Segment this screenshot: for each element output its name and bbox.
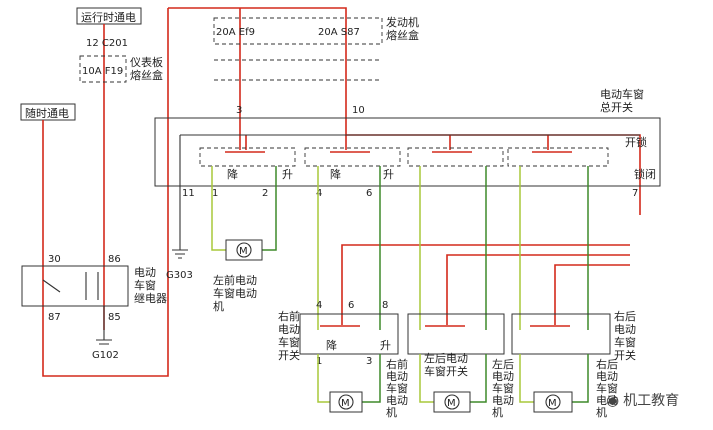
- up-label-2: 升: [383, 168, 394, 181]
- unlock-label: 开锁: [625, 135, 647, 149]
- ip-fuse-box-label: 仪表板熔丝盒: [130, 55, 163, 82]
- rf-switch-label: 右前电动车窗开关: [278, 309, 300, 362]
- rr-motor-label: 右后电动车窗电动机: [596, 357, 618, 419]
- ip-fuse-box: [79, 55, 127, 83]
- rr-motor-m: M: [548, 398, 557, 409]
- rf-pin-6: 6: [348, 300, 354, 311]
- lf-motor-icon: [236, 242, 252, 258]
- lr-motor-box: [433, 391, 471, 413]
- relay-box: [21, 265, 129, 307]
- pin-1: 1: [212, 188, 218, 199]
- rf-pin-3: 3: [366, 356, 372, 367]
- connector-c201: 12 C201: [86, 38, 128, 49]
- master-ground-bus: [179, 134, 640, 250]
- fuse-ef9-label: 20A Ef9: [216, 27, 255, 38]
- run-power-box: [76, 7, 142, 25]
- pin-7: 7: [632, 188, 638, 199]
- rf-pin-4: 4: [316, 300, 322, 311]
- run-power-label: 运行时通电: [81, 11, 136, 24]
- ground-g102: G102: [92, 350, 119, 361]
- lr-switch-box: [407, 313, 505, 355]
- lr-motor-m: M: [447, 398, 456, 409]
- lr-motor-icon: [444, 394, 460, 410]
- up-label-1: 升: [282, 168, 293, 181]
- pin-11: 11: [182, 188, 195, 199]
- down-wires: [211, 166, 521, 330]
- pin-85: 85: [108, 312, 121, 323]
- rr-switch-box: [511, 313, 611, 355]
- rf-motor-box: [329, 391, 363, 413]
- rf-switch-box: [299, 313, 399, 355]
- down-label-2: 降: [330, 167, 341, 181]
- pin-2: 2: [262, 188, 268, 199]
- relay-contacts: [42, 272, 99, 300]
- up-label-3: 升: [380, 339, 391, 352]
- fuse-s87-label: 20A S87: [318, 27, 360, 38]
- pin-86: 86: [108, 254, 121, 265]
- fuse-f19-label: 10A F19: [82, 66, 123, 77]
- pin-87: 87: [48, 312, 61, 323]
- master-switch-box: [154, 117, 661, 187]
- relay-label: 电动车窗继电器: [134, 266, 167, 305]
- ground-g303-icon: [172, 249, 188, 259]
- ground-g303: G303: [166, 270, 193, 281]
- fuse-dash-lines: [214, 59, 382, 81]
- lr-motor-label: 左后电动车窗电动机: [492, 358, 514, 419]
- always-power-box: [20, 103, 76, 121]
- lock-label: 锁闭: [634, 167, 656, 181]
- remote-down-motor-wires: [317, 354, 534, 403]
- engine-fuse-box: [213, 17, 383, 45]
- master-switch-cells: [199, 147, 609, 167]
- rf-motor-icon: [338, 394, 354, 410]
- engine-fuse-box-label: 发动机熔丝盒: [386, 15, 419, 42]
- rf-motor-label: 右前电动车窗电动机: [386, 357, 408, 419]
- down-label-1: 降: [227, 167, 238, 181]
- lf-motor-label: 左前电动车窗电动机: [213, 273, 257, 313]
- remote-up-motor-wires: [362, 354, 589, 403]
- pin-6: 6: [366, 188, 372, 199]
- lr-switch-label: 左后电动车窗开关: [424, 352, 468, 378]
- rf-pin-1: 1: [316, 356, 322, 367]
- power-wire-left: [42, 8, 169, 377]
- lf-motor-box: [225, 239, 263, 261]
- pin-4: 4: [316, 188, 322, 199]
- master-switch-label: 电动车窗总开关: [600, 87, 644, 114]
- pin-30: 30: [48, 254, 61, 265]
- wechat-icon: ◉: [606, 391, 620, 409]
- rf-motor-m: M: [341, 398, 350, 409]
- down-label-3: 降: [326, 338, 337, 352]
- power-remote: [341, 244, 630, 325]
- watermark-text: 机工教育: [623, 393, 680, 409]
- up-wires: [262, 166, 589, 330]
- rf-pin-8: 8: [382, 300, 388, 311]
- power-drops: [245, 135, 549, 150]
- pin-3: 3: [236, 105, 242, 116]
- always-power-label: 随时通电: [25, 106, 69, 120]
- pin-10: 10: [352, 105, 365, 116]
- lf-motor-m: M: [239, 246, 248, 257]
- rr-switch-label: 右后电动车窗开关: [614, 309, 636, 362]
- rr-motor-icon: [545, 394, 561, 410]
- ground-g102-icon: [96, 306, 112, 345]
- rr-motor-box: [533, 391, 573, 413]
- watermark: ◉ 机工教育: [606, 388, 710, 412]
